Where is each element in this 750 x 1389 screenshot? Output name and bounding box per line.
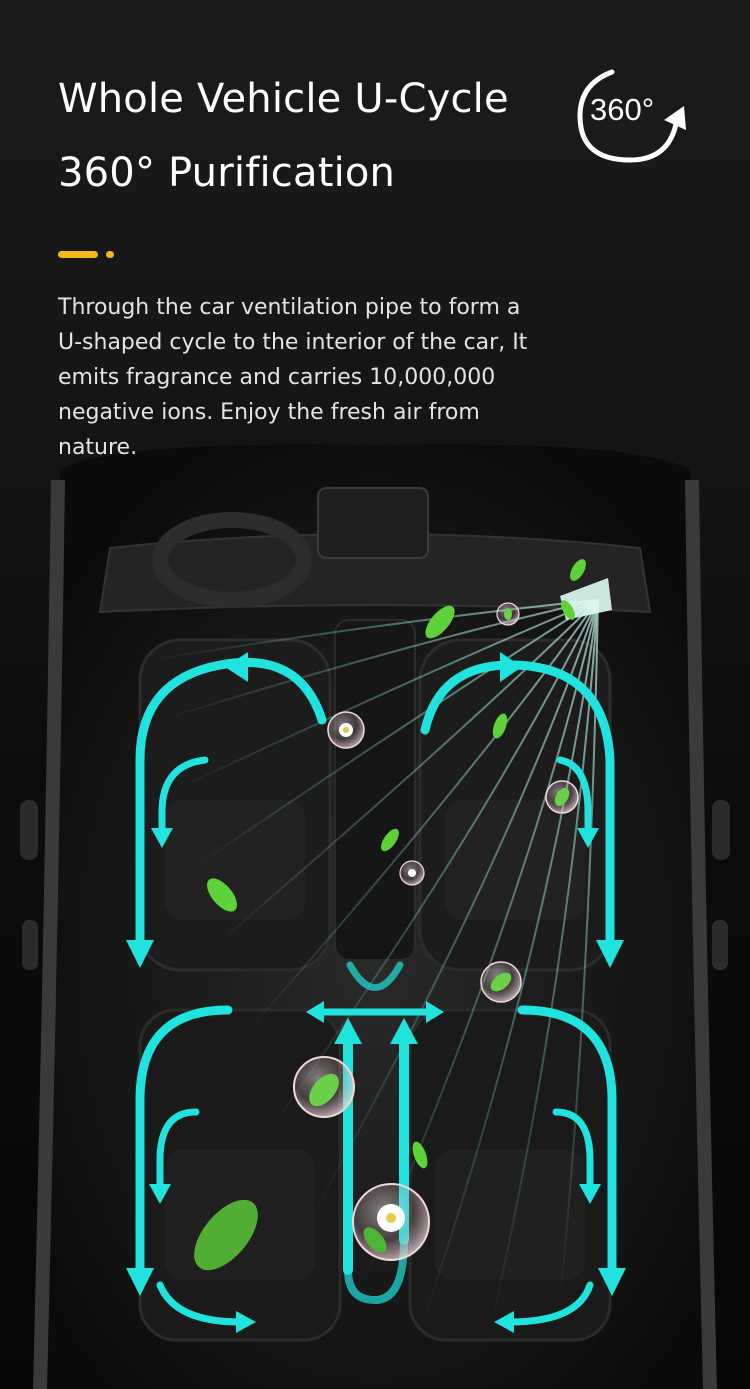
airflow-arrow-icon [135,1005,233,1283]
airflow-arrows [126,652,626,1333]
leaf-icon [561,600,575,620]
airflow-arrow-icon [158,756,209,839]
airflow-arrow-icon [156,1281,244,1326]
leaf-icon [194,1199,258,1271]
airflow-arrow-icon [506,1281,594,1326]
leaf-icon [381,828,399,852]
flower-bubble-icon [545,780,579,814]
airflow-arrow-icon [517,1005,617,1283]
floating-leaves [194,559,586,1271]
flower-bubble-icon [327,711,365,749]
airflow-arrow-icon [346,961,404,991]
rotate-360-icon: 360° [572,64,690,168]
flower-bubble-icon [293,1056,355,1118]
badge-label: 360° [590,92,655,127]
leaf-icon [492,713,508,739]
airflow-arrow-icon [552,1108,594,1194]
leaf-icon [412,1141,428,1169]
flower-bubble-icon [496,602,520,626]
leaf-icon [570,559,586,581]
leaf-icon [425,605,455,639]
accent-bar [58,251,98,258]
flower-bubble-icon [352,1183,430,1261]
title-line-1: Whole Vehicle U-Cycle [58,76,509,122]
title-line-2: 360° Purification [58,150,396,196]
feature-description: Through the car ventilation pipe to form… [58,295,528,460]
flower-bubble-icon [480,961,522,1003]
page-title: Whole Vehicle U-Cycle 360° Purification [58,62,578,210]
car-body [20,444,730,1389]
airflow-arrow-icon [156,1108,200,1194]
airflow-arrow-icon [556,756,592,839]
leaf-icon [207,878,237,912]
accent-dot [106,251,114,258]
flower-bubble-icon [399,860,425,886]
airflow-arrow-icon [135,657,327,955]
fragrance-bubbles [293,602,579,1261]
